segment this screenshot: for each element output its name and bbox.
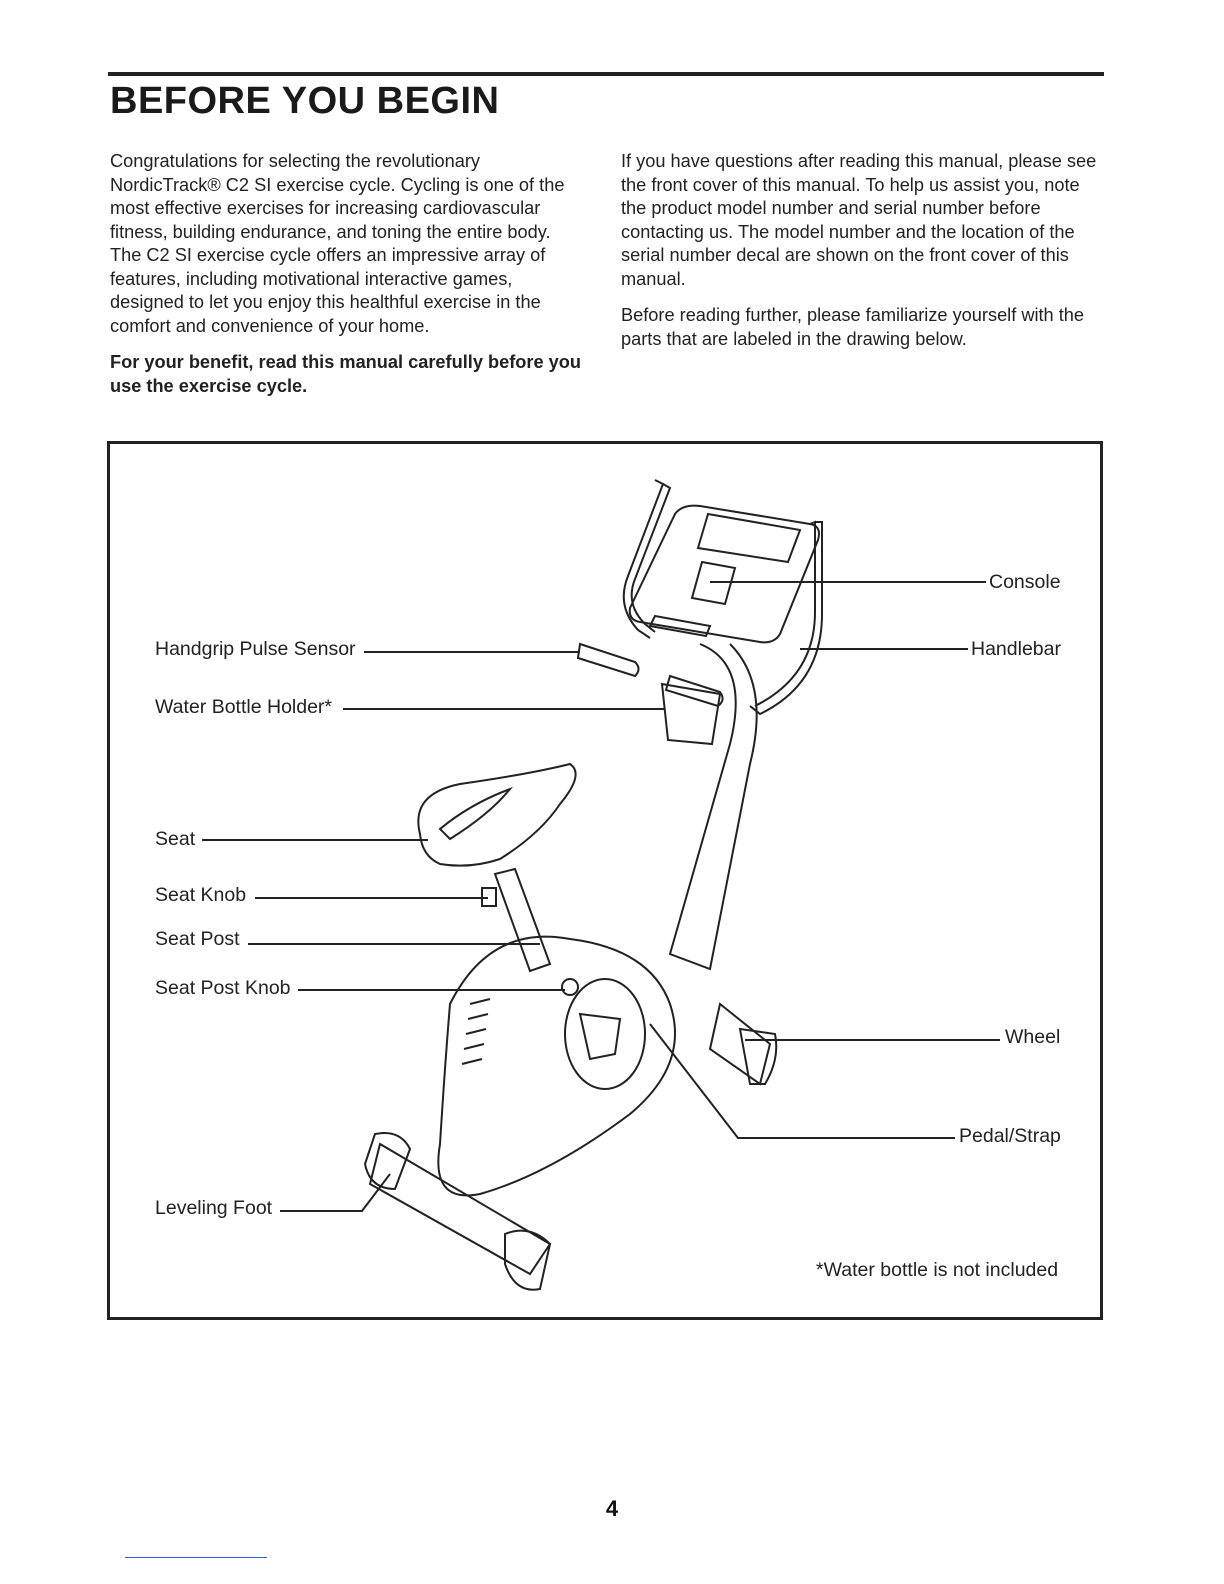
label-handlebar: Handlebar	[971, 638, 1061, 660]
label-console: Console	[989, 571, 1061, 593]
intro-paragraph-3: Before reading further, please familiari…	[621, 305, 1085, 349]
pedal-strap-leader	[649, 1023, 955, 1139]
intro-column-right: If you have questions after reading this…	[621, 150, 1097, 364]
intro-paragraph-1: Congratulations for selecting the revolu…	[110, 151, 565, 336]
intro-bold-sentence: For your benefit, read this manual caref…	[110, 352, 581, 396]
seat-post	[493, 867, 552, 973]
right-handlebar	[749, 521, 823, 716]
exercise-cycle-drawing	[202, 479, 1000, 1291]
label-handgrip-pulse-sensor: Handgrip Pulse Sensor	[155, 638, 356, 660]
flywheel-cover	[564, 978, 646, 1090]
label-wheel: Wheel	[1005, 1026, 1061, 1048]
leveling-foot	[363, 1132, 412, 1191]
intro-paragraph-2-start: For your benefit, read this manual caref…	[110, 351, 586, 398]
intro-paragraph-2-rest: If you have questions after reading this…	[621, 151, 1097, 289]
label-seat-post-knob: Seat Post Knob	[155, 977, 291, 999]
page-title: BEFORE YOU BEGIN	[110, 80, 500, 122]
pedal-crank	[578, 1012, 622, 1061]
link-underline	[125, 1557, 267, 1558]
figure-footnote: *Water bottle is not included	[816, 1259, 1059, 1281]
seat	[417, 762, 577, 867]
label-leveling-foot: Leveling Foot	[155, 1197, 273, 1219]
wheel	[738, 1027, 778, 1085]
seat-knob	[481, 887, 497, 907]
parts-figure: Console Handlebar Handgrip Pulse Sensor …	[107, 441, 1103, 1320]
upright-post	[668, 643, 758, 971]
page-number: 4	[605, 1496, 619, 1521]
left-handlebar	[630, 483, 672, 633]
flywheel-housing	[437, 935, 676, 1197]
label-water-bottle-holder: Water Bottle Holder*	[155, 696, 333, 718]
front-stabilizer	[368, 1142, 552, 1276]
label-seat: Seat	[155, 828, 196, 850]
leveling-foot-leader	[280, 1173, 391, 1212]
water-bottle-holder	[660, 682, 722, 746]
label-seat-post: Seat Post	[155, 928, 240, 950]
top-rule	[108, 72, 1104, 76]
console-body	[628, 504, 820, 644]
intro-column-left: Congratulations for selecting the revolu…	[110, 150, 586, 411]
label-pedal-strap: Pedal/Strap	[959, 1125, 1061, 1147]
rear-stabilizer	[708, 1002, 772, 1086]
label-seat-knob: Seat Knob	[155, 884, 247, 906]
handgrip	[576, 642, 640, 678]
